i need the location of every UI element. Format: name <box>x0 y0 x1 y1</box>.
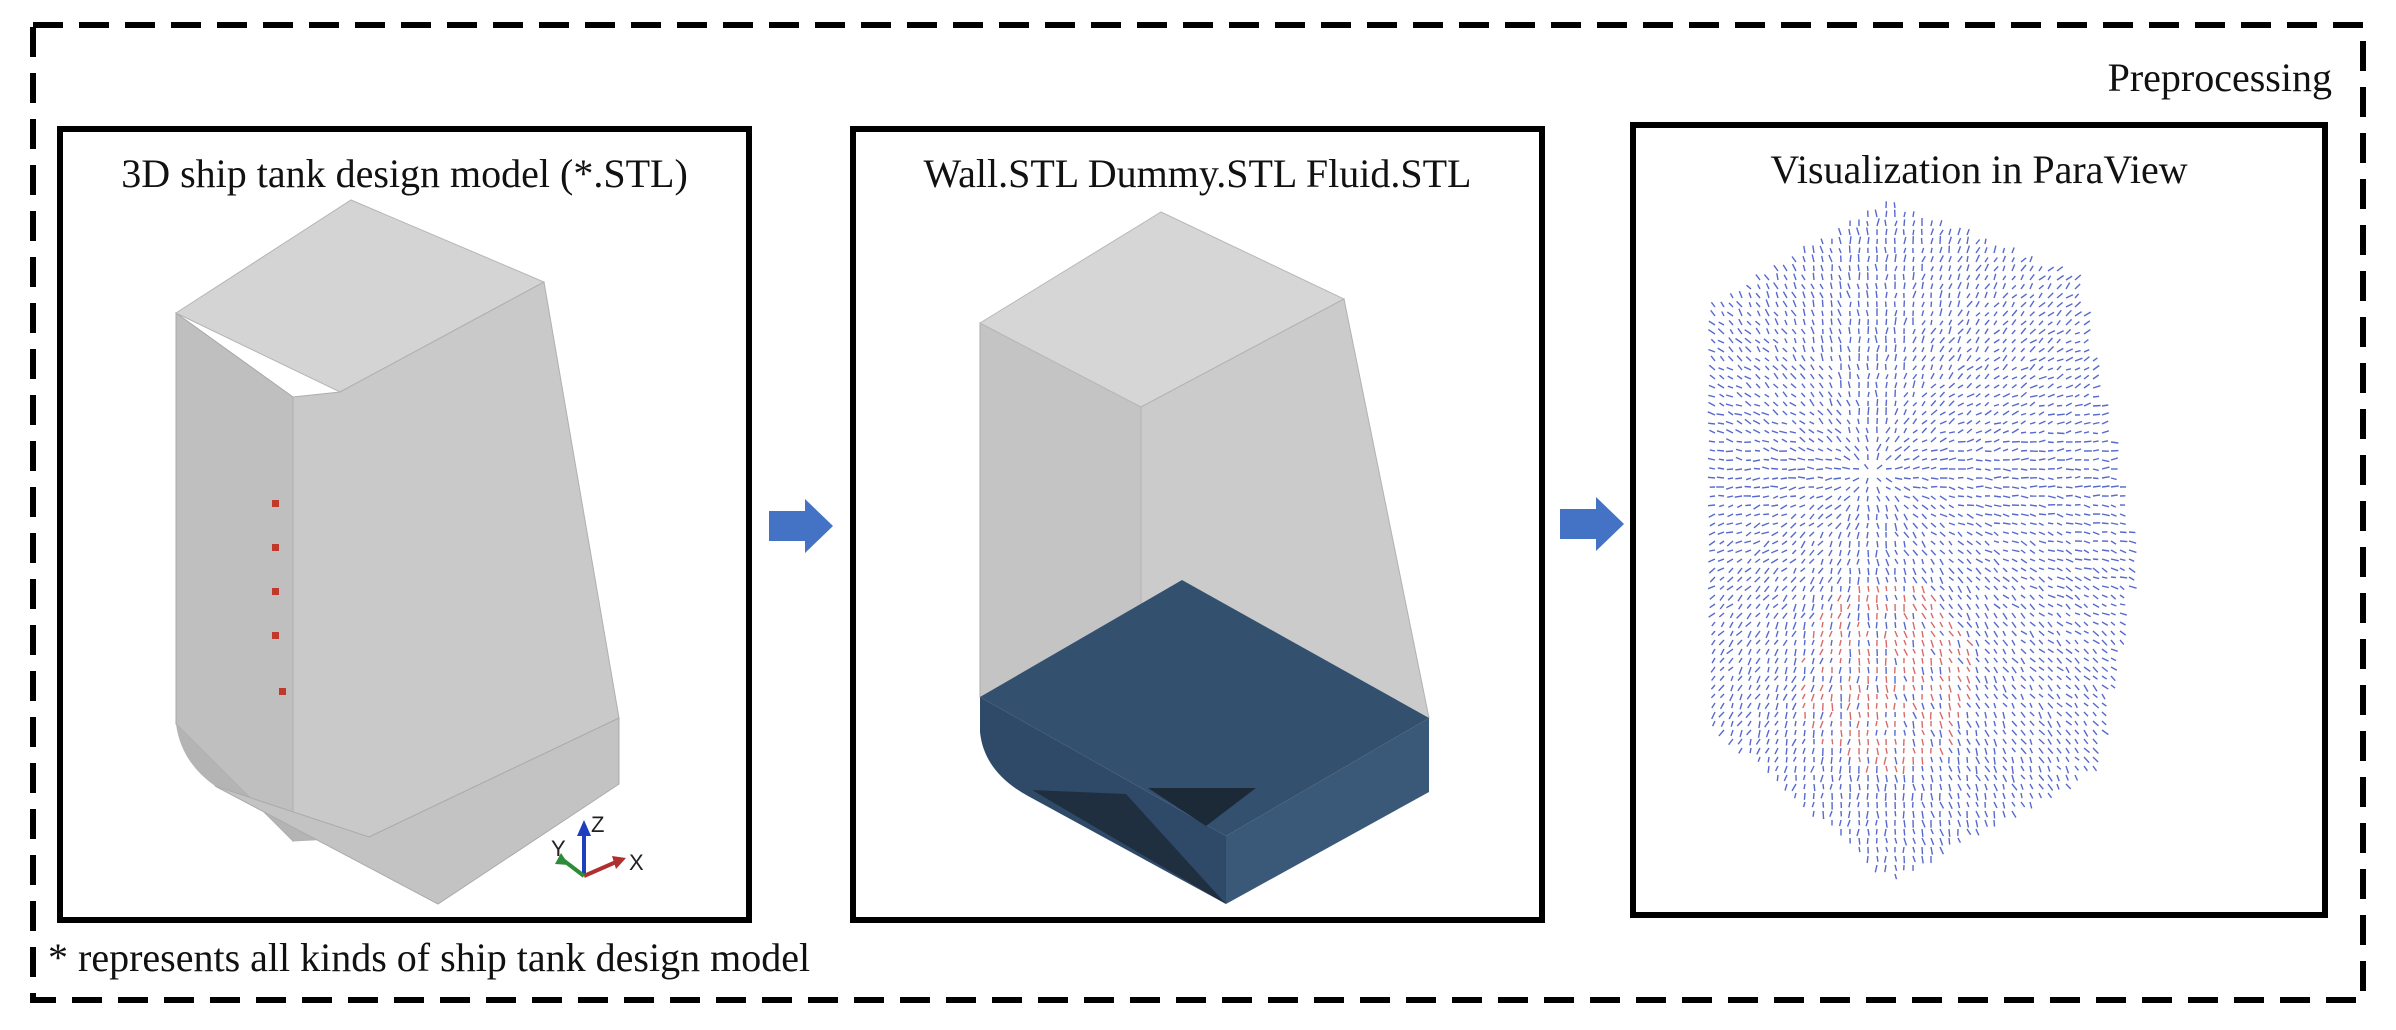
panel-title: Wall.STL Dummy.STL Fluid.STL <box>923 151 1472 196</box>
fluid-top-face <box>980 580 1429 836</box>
vector-glyph-field <box>1707 201 2137 880</box>
tank-bottom-block <box>214 717 620 905</box>
panel-stl-model: Z Y X 3D ship tank design model (*.STL) <box>57 126 752 923</box>
axis-label-x: X <box>629 850 644 875</box>
probe-marker <box>272 544 279 551</box>
footnote: * represents all kinds of ship tank desi… <box>48 935 811 980</box>
probe-marker <box>272 500 279 507</box>
tank-bottom-fillet <box>176 724 369 841</box>
axis-label-z: Z <box>591 812 604 837</box>
tank-split-image <box>978 211 1430 904</box>
panel-title: Visualization in ParaView <box>1770 147 2188 192</box>
probe-marker <box>272 588 279 595</box>
arrow-right-icon <box>769 499 833 553</box>
probe-marker <box>279 688 286 695</box>
fluid-side-face <box>1226 718 1429 904</box>
panel-paraview: Visualization in ParaView <box>1630 122 2328 918</box>
arrow-right-icon <box>1560 497 1624 551</box>
dummy-region <box>1032 790 1226 904</box>
axis-triad-icon: Z Y X <box>551 812 644 878</box>
paraview-visualization <box>1707 201 2137 880</box>
panel-stl-split: Wall.STL Dummy.STL Fluid.STL <box>850 126 1545 923</box>
probe-marker <box>272 632 279 639</box>
tank-model-image: Z Y X <box>174 199 644 905</box>
dummy-region <box>1148 788 1256 826</box>
axis-label-y: Y <box>551 836 566 861</box>
panel-title: 3D ship tank design model (*.STL) <box>121 151 688 196</box>
stage-label: Preprocessing <box>2107 55 2332 100</box>
